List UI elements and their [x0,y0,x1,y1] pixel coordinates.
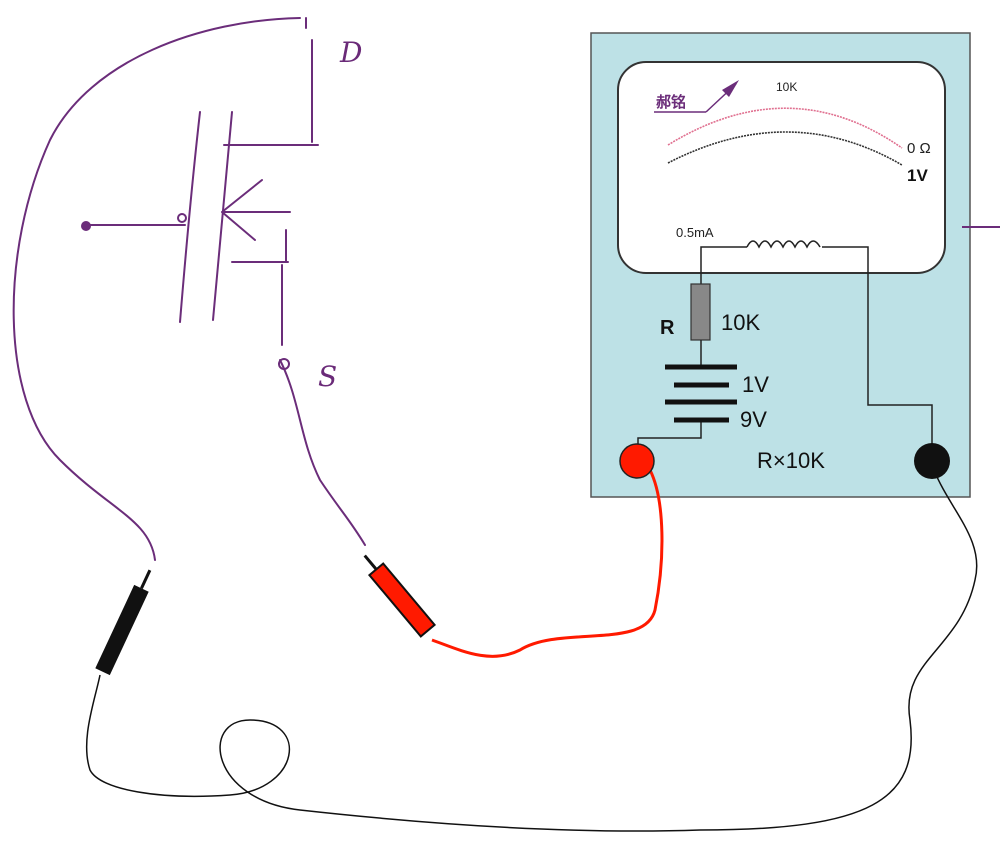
volt-label: 1V [907,166,928,185]
movement-label: 0.5mA [676,225,714,240]
source-label: S [318,360,337,393]
resistor-name: R [660,317,675,339]
black-probe[interactable] [95,567,157,676]
volt-scale-arc [667,131,903,166]
source-node-icon [278,358,290,370]
battery-2-label: 9V [740,407,767,432]
gate-node-icon [177,213,187,223]
brand-label: 郝铭 [656,93,686,111]
meter-circuit-wire [700,246,933,448]
meter-dial-window [617,61,946,274]
gate-terminal-icon [81,221,91,231]
range-label: R×10K [757,448,825,473]
black-jack[interactable] [914,443,950,479]
mosfet-sketch [12,17,366,561]
black-lead-wire [85,469,978,832]
drain-label: D [339,36,362,69]
resistor-icon [690,283,711,341]
scale-top-label: 10K [776,80,797,94]
battery-icon [665,364,737,423]
resistor-value: 10K [721,310,760,335]
coil-icon [746,240,821,249]
brand-arrow-icon [722,80,739,97]
red-probe[interactable] [358,550,437,638]
red-jack[interactable] [619,443,655,479]
red-lead-wire [431,469,664,658]
ohm-zero-label: 0 Ω [907,140,931,157]
ohm-scale-arc [667,107,903,149]
battery-1-label: 1V [742,372,769,397]
